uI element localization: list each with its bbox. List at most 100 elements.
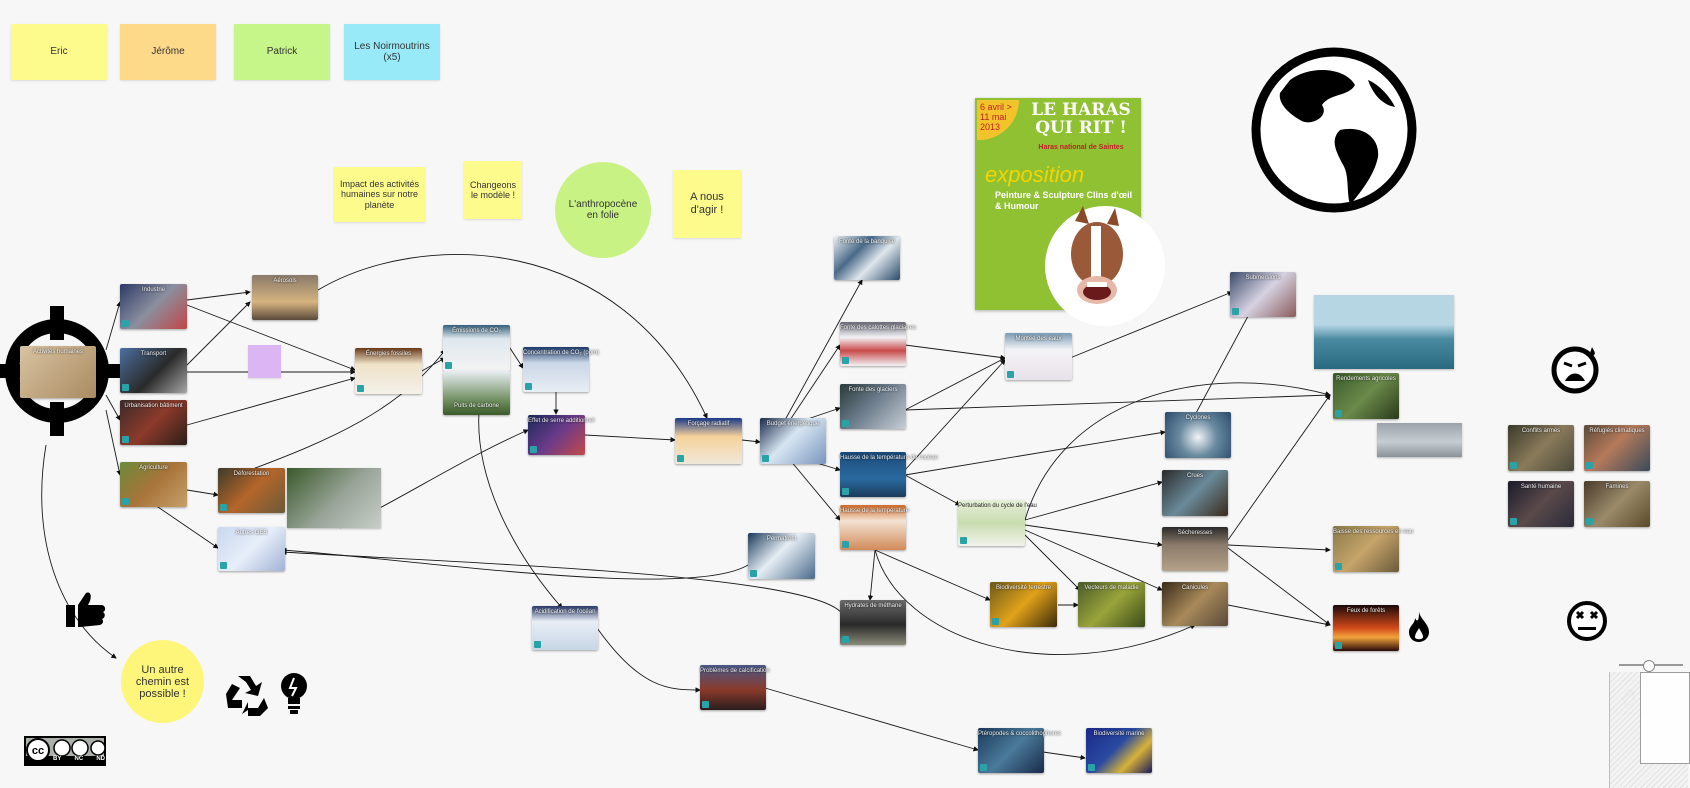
card-conflits-armes[interactable]: Conflits armés	[1508, 425, 1574, 471]
card-feux-forets[interactable]: Feux de forêts	[1333, 605, 1399, 651]
card-badge	[677, 455, 684, 462]
card-acidification[interactable]: Acidification de l'océan	[532, 606, 598, 650]
connector	[904, 359, 1006, 471]
poster-haras-qui-rit[interactable]: 6 avril > 11 mai 2013 LE HARAS QUI RIT !…	[975, 98, 1165, 326]
zoom-slider-handle[interactable]	[1643, 660, 1655, 672]
connector	[186, 304, 356, 371]
card-title: Submersions	[1245, 275, 1281, 281]
card-title: Ptéropodes & coccolithophores	[978, 731, 1062, 737]
card-biodiversite-terrestre[interactable]: Biodiversité terrestre	[990, 582, 1057, 627]
connector	[904, 344, 1006, 361]
sticky-agir[interactable]: A nous d'agir !	[673, 170, 741, 238]
card-rendements-agricoles[interactable]: Rendements agricoles	[1333, 373, 1399, 419]
card-montee-eaux[interactable]: Montée des eaux	[1005, 333, 1072, 380]
card-permafrost[interactable]: Permafrost	[748, 533, 815, 579]
globe-icon	[1251, 47, 1417, 213]
card-secheresses[interactable]: Sécheresses	[1162, 527, 1228, 571]
card-fonte-calottes[interactable]: Fonte des calottes glaciaires	[840, 322, 916, 366]
card-industrie[interactable]: Industrie	[120, 284, 187, 329]
card-sante-humaine[interactable]: Santé humaine	[1508, 481, 1574, 527]
photo-submerged-car[interactable]	[1314, 295, 1454, 369]
card-deforestation[interactable]: Déforestation	[218, 468, 285, 513]
card-forcage-radiatif[interactable]: Forçage radiatif	[675, 418, 742, 464]
card-submersions[interactable]: Submersions	[1230, 272, 1296, 317]
connector	[741, 438, 761, 445]
card-cycle-eau[interactable]: Perturbation du cycle de l'eau	[958, 500, 1037, 546]
card-fonte-glaciers[interactable]: Fonte des glaciers	[840, 384, 906, 429]
card-temperature-ocean[interactable]: Hausse de la température de l'océan	[840, 452, 938, 497]
sticky-empty-purple[interactable]	[248, 345, 281, 378]
card-temperature-air[interactable]: Hausse de la température	[840, 505, 909, 550]
card-title: Fonte des glaciers	[848, 387, 898, 393]
card-badge	[842, 488, 849, 495]
card-badge	[1335, 642, 1342, 649]
connector	[317, 254, 708, 419]
card-badge	[1510, 462, 1517, 469]
card-badge	[1088, 764, 1095, 771]
card-badge	[702, 701, 709, 708]
sticky-patrick[interactable]: Patrick	[234, 24, 330, 80]
photo-dry-land[interactable]	[1377, 423, 1462, 457]
card-baisse-ressources-eau[interactable]: Baisse des ressources en eau	[1333, 526, 1414, 572]
card-transport[interactable]: Transport	[120, 348, 187, 393]
card-biodiversite-marine[interactable]: Biodiversité marine	[1086, 728, 1152, 773]
card-aerosols[interactable]: Aérosols	[252, 275, 318, 320]
card-effet-serre[interactable]: Effet de serre additionnel	[528, 415, 595, 455]
card-badge	[842, 357, 849, 364]
card-refugies[interactable]: Réfugiés climatiques	[1584, 425, 1650, 471]
card-title: Agriculture	[139, 465, 168, 471]
card-canicules[interactable]: Canicules	[1162, 582, 1228, 626]
card-concentration-co2[interactable]: Concentration de CO₂ (ppm)	[523, 347, 599, 392]
circle-autre-chemin[interactable]: Un autre chemin est possible !	[121, 640, 204, 723]
card-famines[interactable]: Famines	[1584, 481, 1650, 527]
card-activites-humaines[interactable]: Activités humaines	[20, 346, 96, 398]
card-title: Fonte de la banquise	[838, 239, 896, 245]
connector	[105, 409, 122, 476]
card-fonte-banquise[interactable]: Fonte de la banquise	[834, 236, 900, 280]
sticky-noirmoutrins[interactable]: Les Noirmoutrins (x5)	[344, 24, 440, 80]
card-autres-ges[interactable]: Autres GES	[218, 527, 285, 571]
connector	[904, 357, 1006, 411]
photo-forest-smoke[interactable]	[287, 468, 381, 528]
connector	[41, 444, 117, 659]
card-emissions-co2[interactable]: Émissions de CO₂	[443, 325, 510, 371]
poster-subtitle: Haras national de Saintes	[1038, 144, 1124, 151]
connector	[874, 549, 1196, 655]
card-title: Activités humaines	[32, 349, 84, 355]
card-cyclones[interactable]: Cyclones	[1165, 412, 1231, 458]
card-badge	[1232, 308, 1239, 315]
card-agriculture[interactable]: Agriculture	[120, 462, 187, 507]
connector	[789, 459, 841, 521]
thumbs-up-icon	[66, 592, 106, 627]
card-vecteurs-maladie[interactable]: Vecteurs de maladie	[1078, 582, 1145, 627]
sticky-changeons[interactable]: Changeons le modèle !	[464, 161, 522, 219]
license-nc: NC	[74, 756, 84, 762]
card-budget-energetique[interactable]: Budget énergétique	[760, 418, 826, 464]
card-pteropodes[interactable]: Ptéropodes & coccolithophores	[978, 728, 1062, 773]
minimap[interactable]	[1609, 672, 1690, 788]
card-problemes-calcification[interactable]: Problèmes de calcification	[700, 665, 770, 710]
card-title: Canicules	[1181, 585, 1209, 591]
card-energies-fossiles[interactable]: Énergies fossiles	[355, 348, 422, 394]
card-title: Urbanisation bâtiment	[124, 403, 183, 409]
sticky-jerome[interactable]: Jérôme	[120, 24, 216, 80]
card-title: Budget énergétique	[766, 421, 820, 427]
card-badge	[1007, 371, 1014, 378]
fire-icon	[1409, 612, 1429, 642]
circle-anthropocene[interactable]: L'anthropocène en folie	[555, 162, 651, 258]
card-badge	[534, 641, 541, 648]
card-title: Baisse des ressources en eau	[1333, 529, 1414, 535]
card-title: Famines	[1605, 484, 1629, 490]
connector	[1024, 382, 1331, 521]
card-crues[interactable]: Crues	[1162, 470, 1228, 516]
card-title: Biodiversité marine	[1093, 731, 1145, 737]
card-title: Transport	[140, 351, 167, 357]
sticky-eric[interactable]: Eric	[11, 24, 107, 80]
poster-title: LE HARAS QUI RIT !	[1031, 100, 1131, 138]
card-hydrates[interactable]: Hydrates de méthane	[840, 600, 906, 645]
sticky-impact[interactable]: Impact des activités humaines sur notre …	[334, 167, 425, 222]
card-puits-carbone[interactable]: Puits de carbone	[443, 371, 510, 415]
card-urbanisation[interactable]: Urbanisation bâtiment	[120, 400, 187, 445]
minimap-viewport[interactable]	[1640, 672, 1690, 764]
